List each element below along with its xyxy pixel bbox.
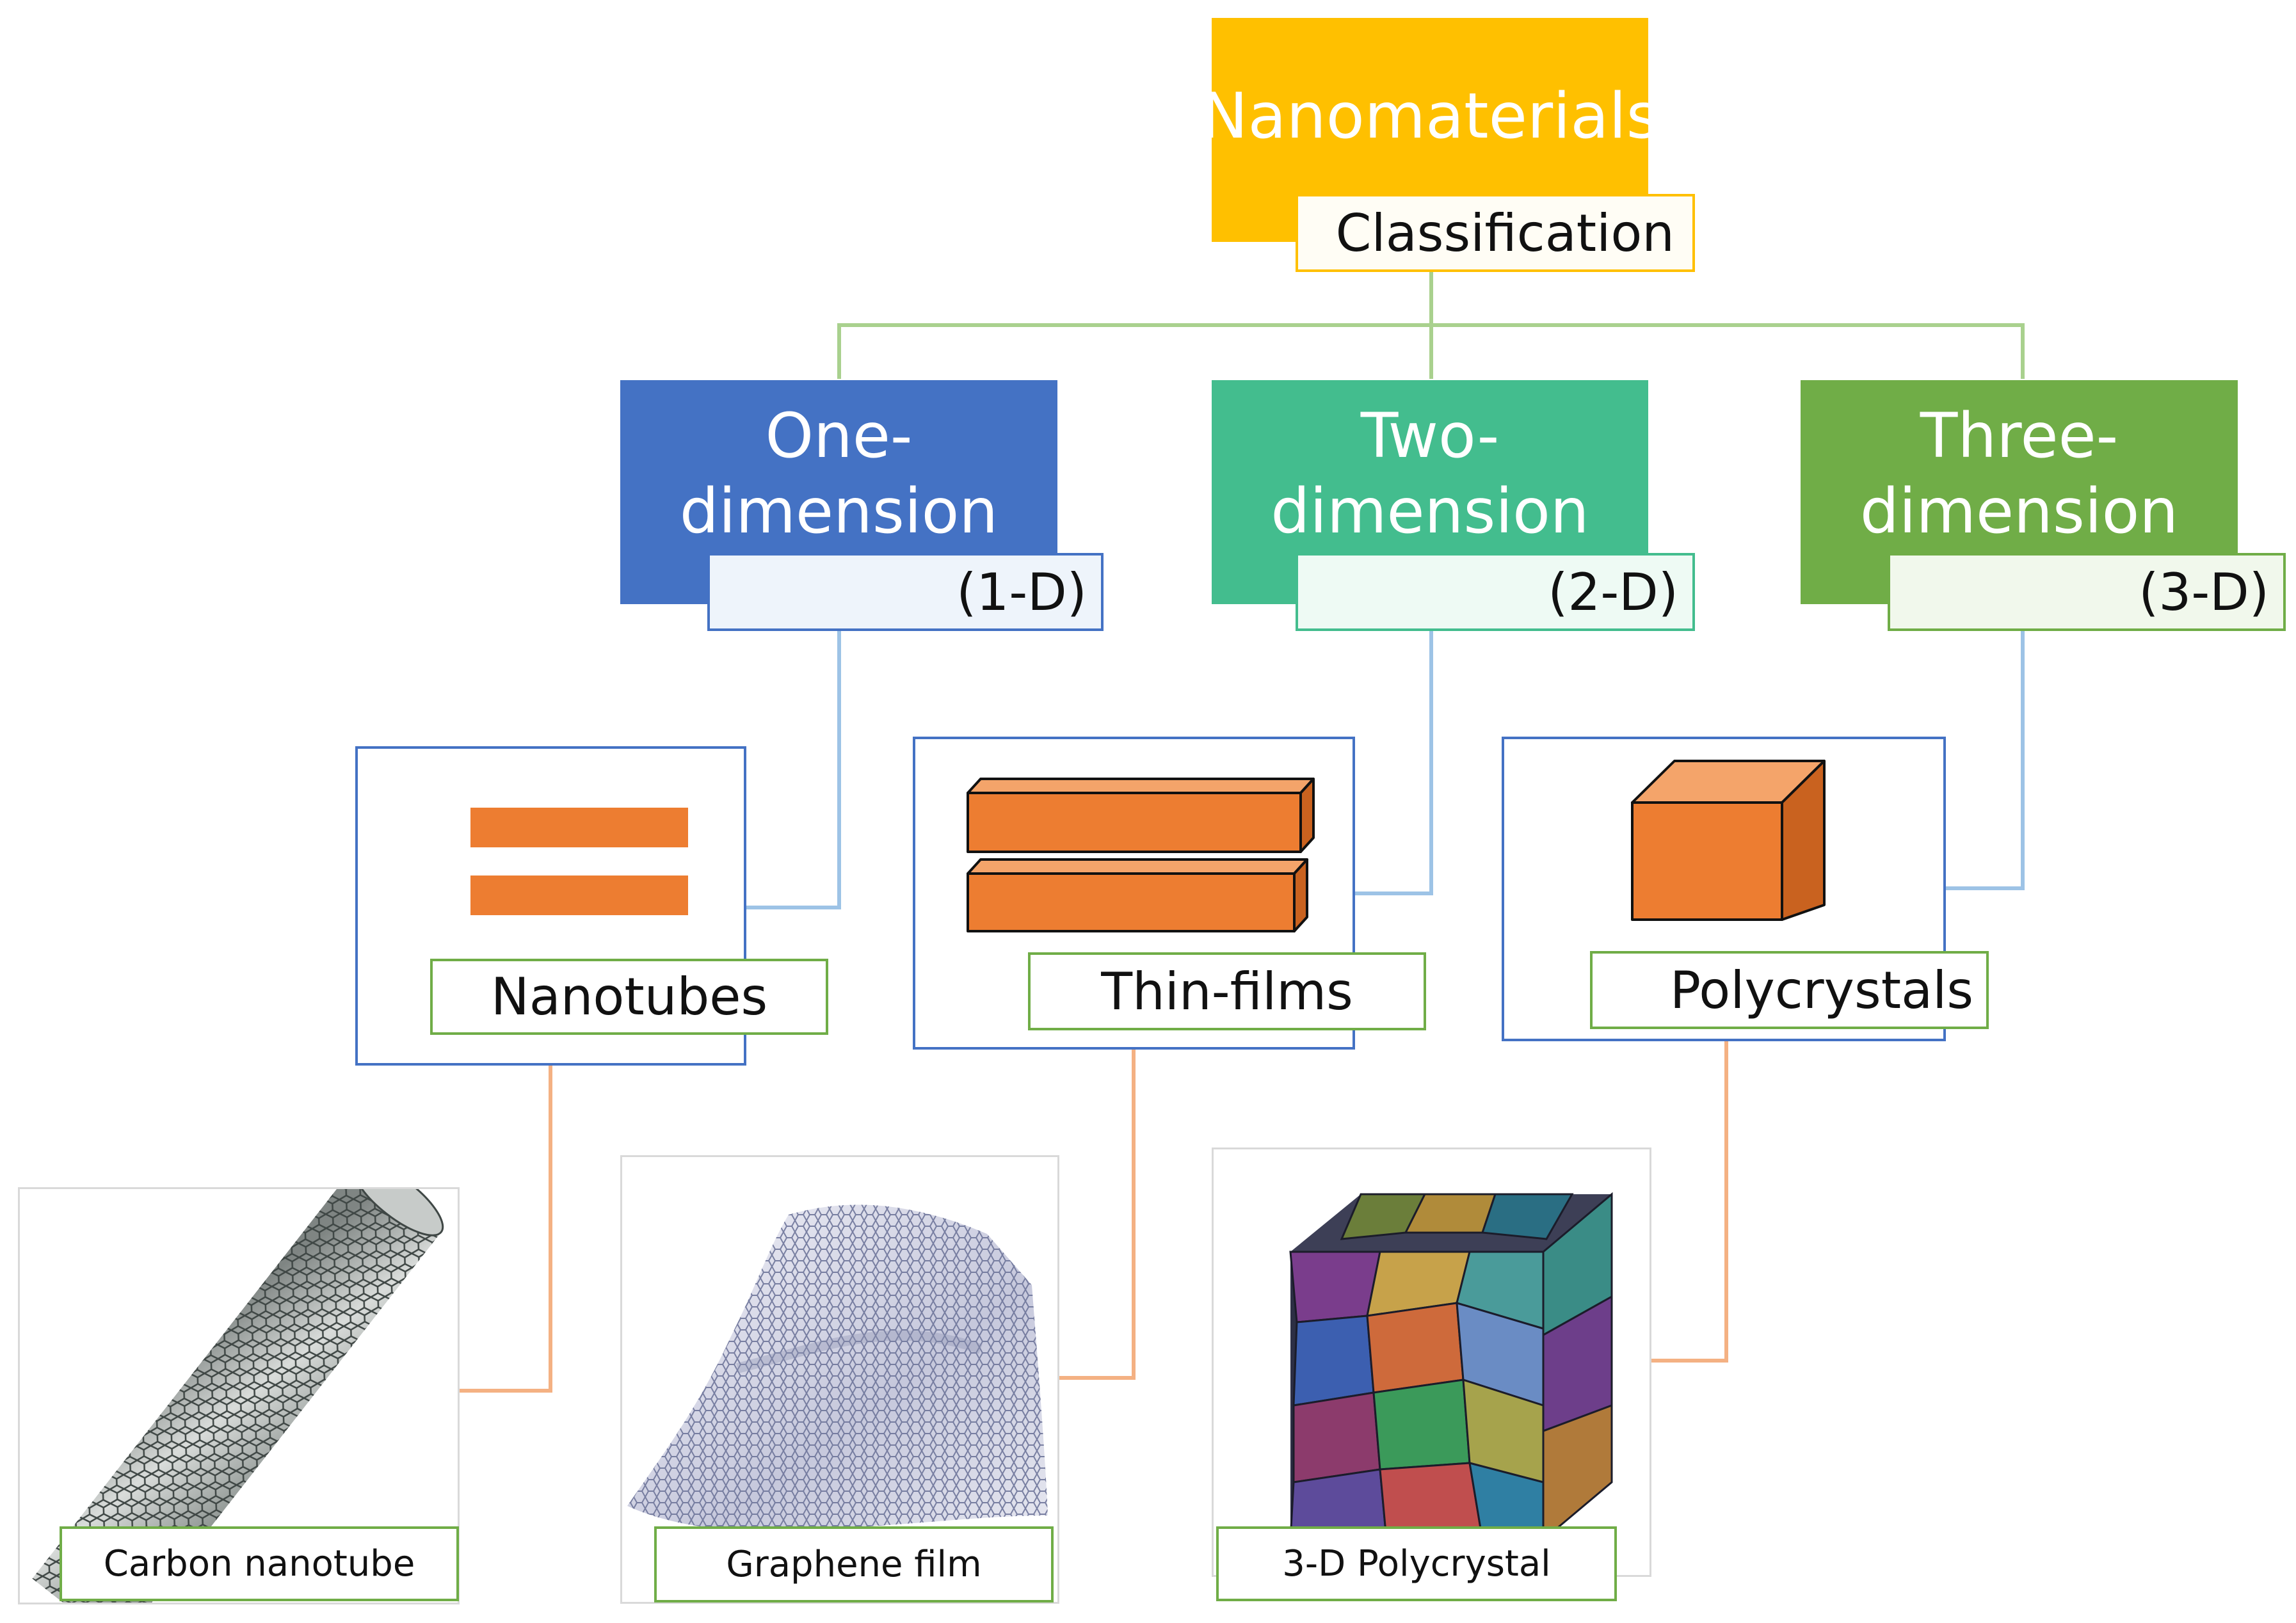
item-2d-label: Thin-films: [1028, 952, 1426, 1030]
polycrystal-label: 3-D Polycrystal: [1216, 1526, 1617, 1601]
item-1d-label: Nanotubes: [430, 959, 828, 1035]
carbon-nanotube-illustration: [32, 1189, 444, 1603]
graphene-film-label: Graphene film: [654, 1526, 1054, 1603]
connector-3d-item: [1946, 631, 2025, 890]
connector-1d-item: [746, 631, 841, 909]
category-2d-line1: Two-: [1360, 400, 1500, 472]
category-1d-line2: dimension: [679, 476, 999, 547]
category-2d-tag: (2-D): [1296, 553, 1695, 631]
category-3d-line1: Three-: [1920, 400, 2119, 472]
root-subtitle-box: Classification: [1296, 194, 1695, 272]
carbon-nanotube-label: Carbon nanotube: [60, 1526, 459, 1601]
connector-root-1d: [837, 256, 1433, 379]
nanotube-shapes-icon: [470, 808, 688, 915]
polycrystal-cube-illustration: [1289, 1192, 1613, 1542]
item-3d-label: Polycrystals: [1590, 951, 1989, 1029]
category-3d-tag: (3-D): [1888, 553, 2286, 631]
category-3d-line2: dimension: [1859, 476, 2179, 547]
polycrystal-cube-icon: [1631, 760, 1826, 921]
category-1d-tag: (1-D): [707, 553, 1104, 631]
root-title: Nanomaterials: [1201, 80, 1659, 153]
thin-film-shapes-icon: [967, 778, 1315, 932]
graphene-film-illustration: [627, 1204, 1048, 1530]
category-1d-line1: One-: [765, 400, 913, 472]
connector-2d-item: [1355, 631, 1433, 895]
connector-3d-photo: [1651, 1041, 1728, 1363]
root-subtitle: Classification: [1335, 203, 1674, 263]
connector-1d-photo: [460, 1066, 552, 1393]
connector-root-3d: [1431, 323, 2025, 379]
connector-2d-photo: [1059, 1050, 1136, 1380]
category-2d-line2: dimension: [1271, 476, 1589, 547]
polycrystal-image: [1212, 1147, 1651, 1577]
